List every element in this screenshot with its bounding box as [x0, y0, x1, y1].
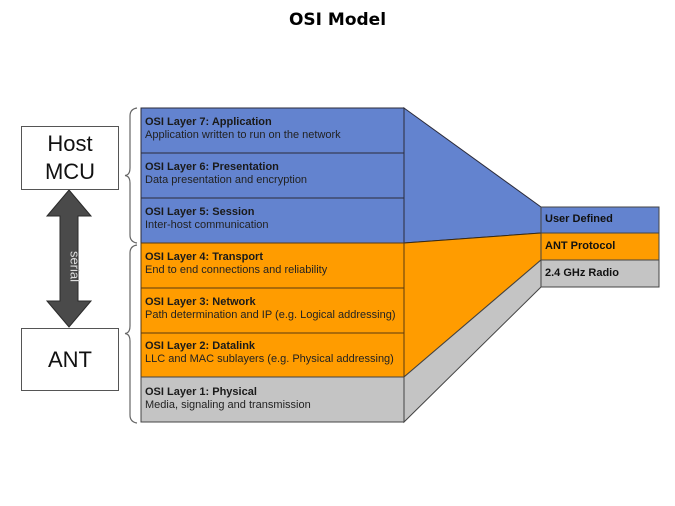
ant-mapping-block — [540, 259, 660, 288]
osi-layer-block — [140, 376, 405, 423]
brace-ant-layers — [124, 244, 138, 424]
ant-mapping-block — [540, 206, 660, 234]
layer-description: Path determination and IP (e.g. Logical … — [145, 309, 396, 321]
osi-layer-block — [140, 332, 405, 378]
layer-name: OSI Layer 4: Transport — [145, 251, 263, 263]
osi-layer-7: OSI Layer 7: Application Application wri… — [145, 116, 403, 142]
osi-layer-block — [140, 152, 405, 199]
host-mcu-box: Host MCU — [21, 126, 119, 190]
ant-label: ANT — [48, 346, 92, 372]
host-label-line2: MCU — [44, 159, 96, 184]
serial-arrow-icon — [45, 189, 93, 328]
mapping-user-defined: User Defined — [545, 213, 613, 225]
layer-name: OSI Layer 6: Presentation — [145, 161, 279, 173]
layer-name: OSI Layer 3: Network — [145, 296, 256, 308]
layer-description: Media, signaling and transmission — [145, 399, 311, 411]
osi-layer-3: OSI Layer 3: Network Path determination … — [145, 296, 403, 322]
mapping-ant-protocol: ANT Protocol — [545, 240, 616, 252]
ant-box: ANT — [21, 328, 119, 391]
layer-description: Inter-host communication — [145, 219, 269, 231]
osi-layer-4: OSI Layer 4: Transport End to end connec… — [145, 251, 403, 277]
wedge-user-defined — [403, 107, 542, 244]
osi-layer-6: OSI Layer 6: Presentation Data presentat… — [145, 161, 403, 187]
host-label-line1: Host — [47, 131, 93, 156]
ant-mapping-block — [540, 232, 660, 261]
layer-name: OSI Layer 2: Datalink — [145, 340, 256, 352]
serial-link-label: serial — [67, 250, 83, 283]
mapping-radio: 2.4 GHz Radio — [545, 267, 619, 279]
layer-name: OSI Layer 5: Session — [145, 206, 255, 218]
layer-description: End to end connections and reliability — [145, 264, 328, 276]
osi-layer-block — [140, 197, 405, 244]
layer-description: Data presentation and encryption — [145, 174, 308, 186]
layer-description: LLC and MAC sublayers (e.g. Physical add… — [145, 353, 394, 365]
osi-layer-1: OSI Layer 1: Physical Media, signaling a… — [145, 386, 403, 412]
diagram-title: OSI Model — [288, 10, 387, 30]
osi-layer-2: OSI Layer 2: Datalink LLC and MAC sublay… — [145, 340, 403, 366]
osi-layer-5: OSI Layer 5: Session Inter-host communic… — [145, 206, 403, 232]
osi-layer-block — [140, 287, 405, 334]
layer-name: OSI Layer 7: Application — [145, 116, 272, 128]
layer-name: OSI Layer 1: Physical — [145, 386, 257, 398]
osi-layer-block — [140, 242, 405, 289]
layer-description: Application written to run on the networ… — [145, 129, 341, 141]
brace-host-layers — [124, 107, 138, 244]
